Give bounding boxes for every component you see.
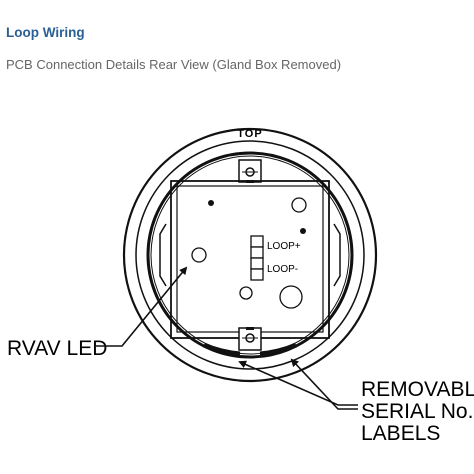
serial-label-arc-left: [202, 342, 241, 357]
middle-ring: [135, 140, 365, 370]
serial-leader-right: [290, 358, 358, 410]
bottom-mounting-tab: [238, 327, 262, 351]
pcb-frame-inner: [176, 185, 324, 333]
pcb-hole-large: [279, 285, 303, 309]
terminal-label-loop-minus: LOOP-: [267, 264, 298, 275]
right-rib: [333, 223, 341, 287]
rvav-led: [191, 247, 207, 263]
pcb-dot-top-left: [208, 200, 214, 206]
callout-serial-line-3: LABELS: [361, 422, 440, 445]
pcb-frame-outer: [170, 180, 330, 339]
rvav-led-leader: [96, 266, 188, 347]
inner-ring: [146, 151, 354, 359]
pcb-dot-right: [300, 228, 306, 234]
page-subtitle: PCB Connection Details Rear View (Gland …: [6, 57, 342, 72]
terminal-label-loop-plus: LOOP+: [267, 241, 301, 252]
top-label: TOP: [237, 128, 262, 140]
left-rib: [159, 223, 167, 287]
pcb-hole-small: [239, 286, 253, 300]
inner-ring-2: [150, 155, 350, 355]
outer-ring: [122, 127, 378, 383]
serial-leader-left: [238, 360, 358, 406]
callout-rvav-led: RVAV LED: [7, 337, 107, 360]
top-mounting-tab: [238, 159, 262, 183]
page-title: Loop Wiring: [6, 25, 85, 40]
callout-serial-line-1: REMOVABLE: [361, 378, 474, 401]
pcb-hole-top-right: [291, 197, 307, 213]
terminal-block: [250, 235, 264, 281]
callout-serial-line-2: SERIAL No.: [361, 400, 473, 423]
serial-label-arc-right: [259, 342, 298, 357]
